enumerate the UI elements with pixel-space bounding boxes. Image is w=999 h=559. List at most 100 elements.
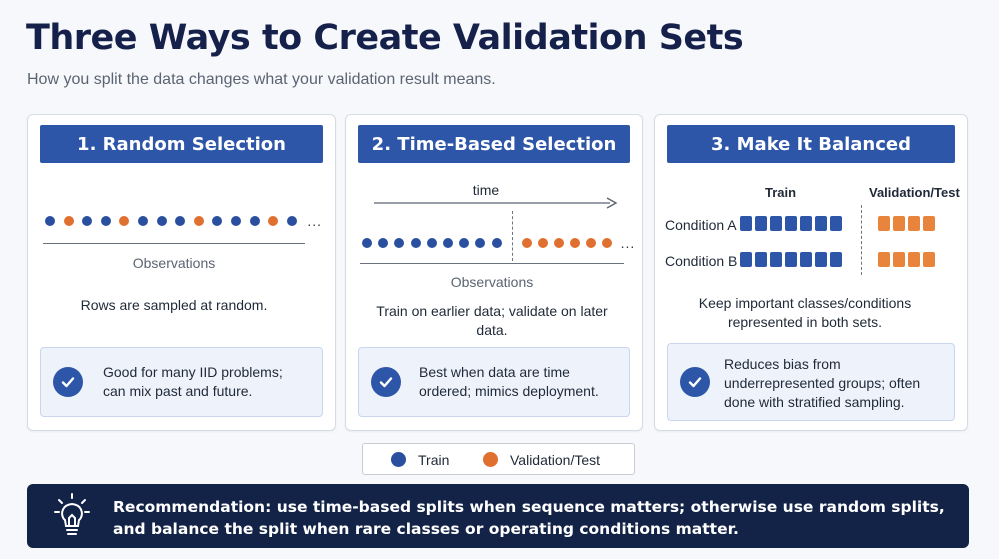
validation-block — [908, 216, 920, 231]
validation-block — [893, 252, 905, 267]
validation-legend-label: Validation/Test — [510, 452, 601, 468]
validation-dot — [268, 216, 279, 226]
note-box: Best when data are time ordered; mimics … — [358, 347, 630, 417]
note-box: Reduces bias from underrepresented group… — [667, 343, 955, 421]
train-legend-swatch — [391, 452, 406, 467]
train-block — [815, 252, 827, 267]
train-dot — [249, 216, 260, 226]
validation-dot — [521, 238, 532, 248]
check-icon — [680, 367, 710, 397]
card-random-selection: 1. Random Selection ... Observations Row… — [27, 114, 336, 431]
split-divider — [512, 211, 513, 261]
card-caption: Keep important classes/conditions repres… — [698, 295, 912, 330]
validation-legend-swatch — [483, 452, 498, 467]
train-legend-label: Train — [418, 452, 450, 468]
condition-label: Condition A — [665, 217, 737, 233]
train-block — [815, 216, 827, 231]
validation-dot — [537, 238, 548, 248]
check-icon — [53, 367, 83, 397]
validation-block — [893, 216, 905, 231]
random-sequence: ... — [45, 213, 322, 229]
card-time-based-selection: 2. Time-Based Selection time ... Observa… — [345, 114, 643, 431]
condition-row: Condition B — [665, 252, 965, 272]
card-caption: Rows are sampled at random. — [80, 297, 268, 313]
note-text: Good for many IID problems; can mix past… — [103, 364, 283, 399]
card-make-it-balanced: 3. Make It Balanced Train Validation/Tes… — [654, 114, 968, 431]
train-dot — [230, 216, 241, 226]
col-header-train: Train — [765, 185, 797, 200]
train-dot — [137, 216, 148, 226]
validation-block — [878, 252, 890, 267]
train-dot — [45, 216, 55, 226]
train-block — [800, 252, 812, 267]
validation-block — [878, 216, 890, 231]
observations-axis — [360, 263, 624, 264]
train-block — [740, 252, 752, 267]
time-arrow — [374, 197, 618, 209]
validation-dot — [553, 238, 564, 248]
train-dot — [491, 238, 502, 248]
validation-dot — [63, 216, 74, 226]
train-dot — [156, 216, 167, 226]
time-label: time — [472, 182, 500, 198]
validation-dot — [602, 238, 613, 248]
train-dot — [426, 238, 437, 248]
train-block — [770, 252, 782, 267]
column-divider — [861, 205, 862, 275]
recommendation-text: Recommendation: use time-based splits wh… — [113, 498, 945, 538]
validation-dot — [570, 238, 581, 248]
observations-axis — [43, 243, 305, 244]
train-dot — [212, 216, 223, 226]
condition-label: Condition B — [665, 253, 738, 269]
page-title: Three Ways to Create Validation Sets — [26, 18, 744, 58]
train-block — [770, 216, 782, 231]
axis-label: Observations — [450, 274, 534, 290]
lightbulb-icon — [54, 493, 90, 535]
validation-block — [923, 252, 935, 267]
continuation-ellipsis: ... — [620, 235, 636, 251]
card-caption: Train on earlier data; validate on later… — [376, 303, 608, 338]
note-text: Reduces bias from underrepresented group… — [724, 356, 921, 410]
train-block — [830, 216, 842, 231]
train-blocks — [740, 252, 845, 267]
train-dot — [442, 238, 453, 248]
train-dot — [362, 238, 372, 248]
validation-block — [908, 252, 920, 267]
train-block — [755, 252, 767, 267]
train-block — [800, 216, 812, 231]
page-subtitle: How you split the data changes what your… — [27, 71, 496, 88]
validation-blocks — [878, 216, 938, 231]
recommendation-banner: Recommendation: use time-based splits wh… — [27, 484, 969, 548]
validation-blocks — [878, 252, 938, 267]
train-dot — [100, 216, 111, 226]
train-dot — [475, 238, 486, 248]
train-block — [785, 252, 797, 267]
note-box: Good for many IID problems; can mix past… — [40, 347, 323, 417]
train-dot — [82, 216, 93, 226]
validation-dot — [193, 216, 204, 226]
validation-block — [923, 216, 935, 231]
train-block — [830, 252, 842, 267]
col-header-validation: Validation/Test — [869, 185, 960, 200]
train-dot — [459, 238, 470, 248]
train-block — [740, 216, 752, 231]
continuation-ellipsis: ... — [307, 213, 322, 229]
train-block — [755, 216, 767, 231]
card-heading: 1. Random Selection — [40, 125, 323, 163]
check-icon — [371, 367, 401, 397]
train-dot — [175, 216, 186, 226]
validation-dot — [586, 238, 597, 248]
legend: Train Validation/Test — [362, 443, 635, 475]
train-blocks — [740, 216, 845, 231]
note-text: Best when data are time ordered; mimics … — [419, 364, 599, 399]
train-block — [785, 216, 797, 231]
time-sequence: ... — [362, 235, 635, 251]
condition-row: Condition A — [665, 216, 965, 236]
train-dot — [394, 238, 405, 248]
train-dot — [410, 238, 421, 248]
axis-label: Observations — [132, 255, 216, 271]
train-dot — [378, 238, 389, 248]
validation-dot — [119, 216, 130, 226]
card-heading: 3. Make It Balanced — [667, 125, 955, 163]
card-heading: 2. Time-Based Selection — [358, 125, 630, 163]
